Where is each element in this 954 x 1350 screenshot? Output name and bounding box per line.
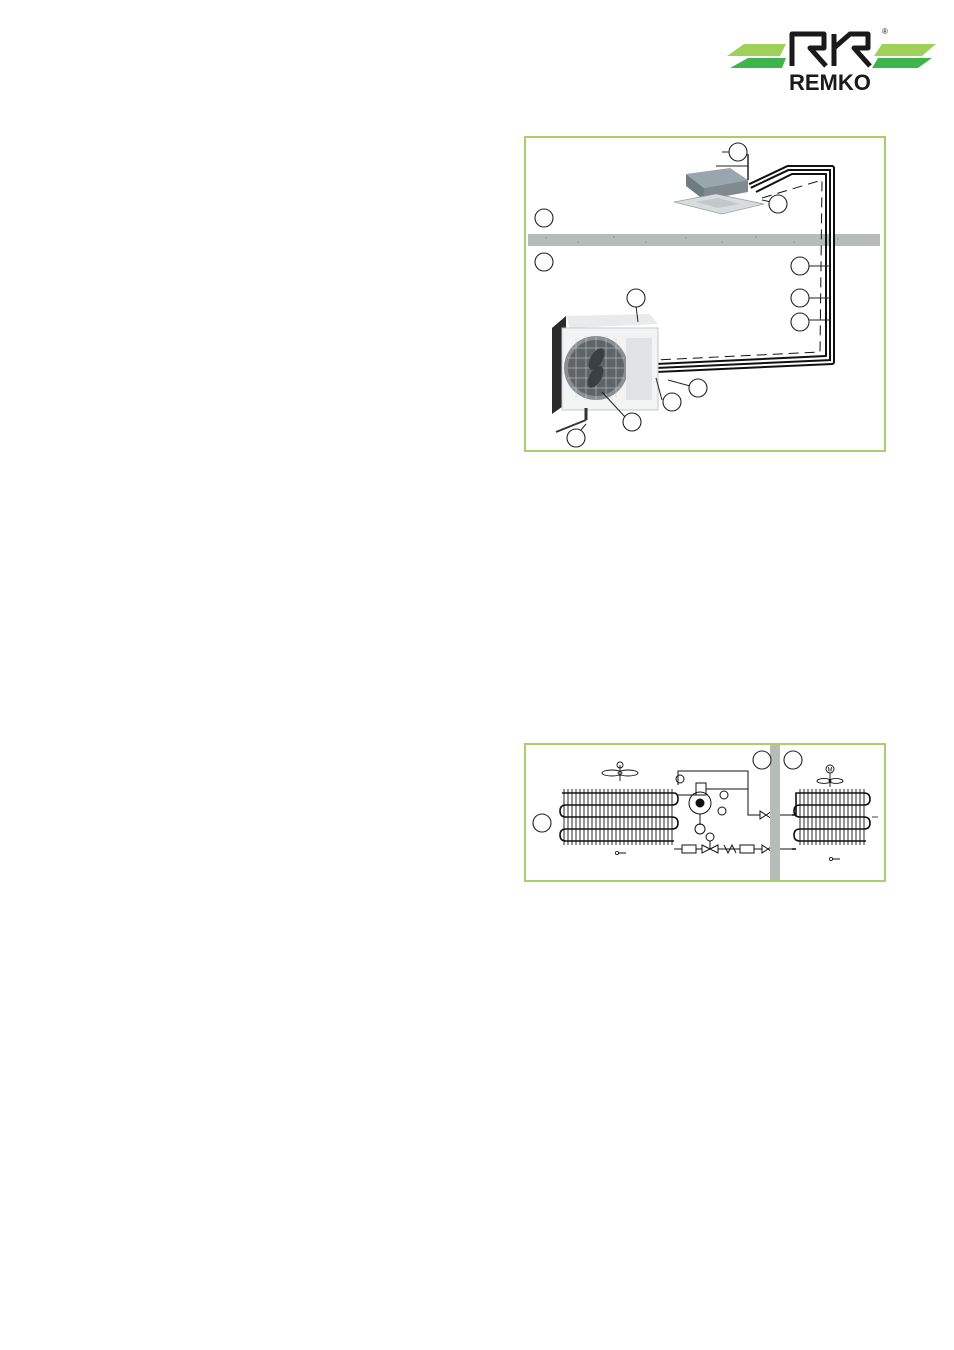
callout-marker (790, 288, 810, 308)
indoor-heat-exchanger (792, 789, 878, 862)
callout-marker (622, 412, 642, 432)
outdoor-heat-exchanger (559, 789, 679, 856)
callout-marker (790, 256, 810, 276)
callout-marker (728, 142, 748, 162)
indoor-cassette-unit (673, 154, 765, 215)
callout-marker (688, 378, 708, 398)
callout-markers (532, 750, 803, 833)
callout-marker (752, 750, 772, 770)
compressor (675, 770, 749, 835)
installation-diagram (524, 136, 886, 452)
callout-marker (768, 194, 788, 214)
callout-marker (532, 813, 552, 833)
liquid-line (674, 832, 775, 855)
registered-mark: ® (882, 27, 888, 36)
ceiling-texture (545, 236, 839, 243)
callout-markers (534, 142, 810, 448)
outdoor-fan-icon (601, 761, 639, 781)
indoor-fan-icon (816, 764, 844, 787)
refrigerant-circuit-diagram: M (524, 743, 886, 882)
callout-marker (626, 288, 646, 308)
brand-name: REMKO (789, 70, 871, 95)
wall (770, 745, 780, 880)
motor-symbol: M (828, 768, 833, 774)
ceiling-slab (528, 234, 880, 246)
callout-marker (566, 428, 586, 448)
outdoor-unit (552, 314, 659, 433)
callout-marker (534, 252, 554, 272)
callout-marker (662, 392, 682, 412)
callout-marker (790, 312, 810, 332)
callout-marker (534, 208, 554, 228)
callout-marker (783, 750, 803, 770)
remko-logo: REMKO ® (722, 22, 940, 98)
